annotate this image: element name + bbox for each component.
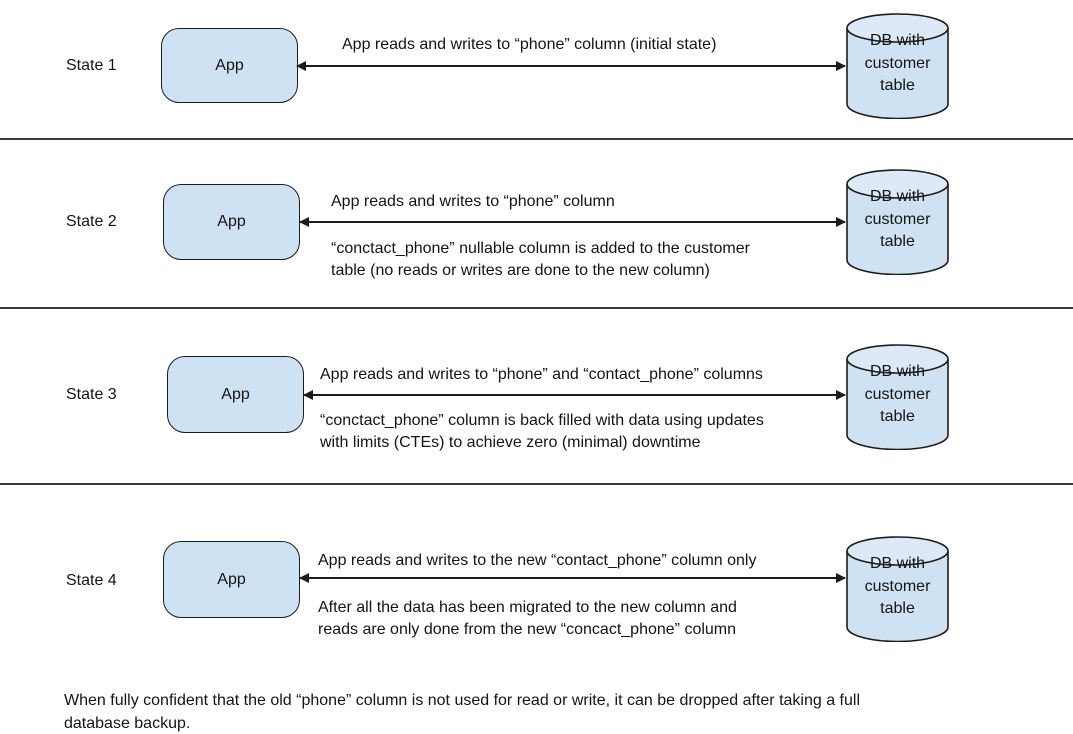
db-cylinder-icon <box>846 536 949 642</box>
db-node-label: DB with customer table <box>864 188 931 250</box>
row-note: “conctact_phone” nullable column is adde… <box>331 240 750 279</box>
row-divider <box>0 483 1073 485</box>
db-cylinder-icon <box>846 169 949 275</box>
app-node-label: App <box>215 56 244 74</box>
bidirectional-arrow <box>303 390 846 399</box>
footer-note: When fully confident that the old “phone… <box>64 692 861 732</box>
row-note: After all the data has been migrated to … <box>318 599 737 638</box>
arrow-caption: App reads and writes to “phone” column (… <box>342 36 717 53</box>
state-label: State 4 <box>66 572 117 589</box>
app-node: App <box>163 541 300 618</box>
app-node-label: App <box>217 570 246 588</box>
arrow-caption: App reads and writes to the new “contact… <box>318 552 757 569</box>
db-node: DB with customer table <box>845 535 950 642</box>
state-label: State 2 <box>66 213 117 230</box>
bidirectional-arrow <box>299 573 846 582</box>
bidirectional-arrow <box>299 217 846 226</box>
state-label: State 3 <box>66 386 117 403</box>
state-label: State 1 <box>66 57 117 74</box>
app-node: App <box>163 184 300 260</box>
db-node: DB with customer table <box>845 168 950 275</box>
bidirectional-arrow <box>296 61 846 70</box>
app-node-label: App <box>217 213 246 230</box>
db-cylinder-icon <box>846 13 949 119</box>
row-divider <box>0 307 1073 309</box>
db-node-label: DB with customer table <box>864 32 931 94</box>
arrow-caption: App reads and writes to “phone” and “con… <box>320 366 763 383</box>
db-node: DB with customer table <box>845 12 950 119</box>
db-node-label: DB with customer table <box>864 363 931 425</box>
db-cylinder-icon <box>846 344 949 450</box>
db-node-label: DB with customer table <box>864 555 931 617</box>
db-node: DB with customer table <box>845 343 950 450</box>
app-node: App <box>167 356 304 433</box>
arrow-caption: App reads and writes to “phone” column <box>331 193 615 210</box>
row-note: “conctact_phone” column is back filled w… <box>320 412 764 451</box>
app-node-label: App <box>221 385 250 403</box>
app-node: App <box>161 28 298 103</box>
row-divider <box>0 138 1073 140</box>
